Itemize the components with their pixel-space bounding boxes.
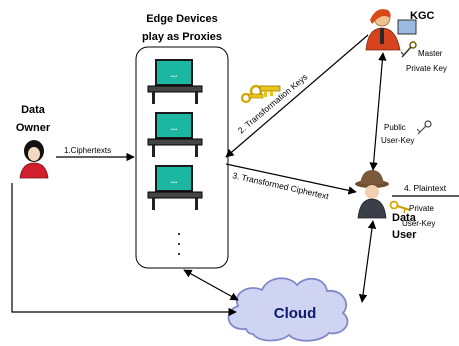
user-label-line1: Data <box>392 212 417 224</box>
master-key-line1: Master <box>418 49 443 58</box>
laptop-1-icon: ... <box>147 59 203 104</box>
cloud-icon <box>227 277 349 342</box>
laptop-3-icon: ... <box>147 165 203 210</box>
kgc-label: KGC <box>410 10 435 22</box>
arrow-user-cloud <box>358 220 377 303</box>
data-user-person-icon <box>355 170 389 219</box>
private-key-icon <box>389 200 411 214</box>
edge-label-1: 1.Ciphertexts <box>64 146 111 155</box>
private-key-line1: Private <box>409 204 434 213</box>
public-key-line1: Public <box>384 123 406 132</box>
master-key-icon <box>400 41 417 58</box>
laptop-2-icon: ... <box>147 112 203 157</box>
private-key-line2: User-Key <box>402 219 435 228</box>
edge-title-line2: play as Proxies <box>142 31 222 43</box>
arrow-transformation-keys <box>225 34 369 158</box>
edge-label-2: 2. Transformation Keys <box>236 72 309 136</box>
owner-label-line1: Data <box>21 104 46 116</box>
edge-label-4: 4. Plaintext <box>404 183 447 193</box>
edge-title-line1: Edge Devices <box>146 13 218 25</box>
svg-text:...: ... <box>171 123 178 132</box>
svg-text:...: ... <box>171 70 178 79</box>
transformation-keys-icon <box>240 84 281 104</box>
user-label-line2: User <box>392 229 417 241</box>
master-key-line2: Private Key <box>406 64 447 73</box>
svg-text:...: ... <box>171 176 178 185</box>
arrow-transformed-ciphertext <box>225 163 357 195</box>
data-owner-person-icon <box>19 140 49 179</box>
arrow-public-key <box>369 52 387 171</box>
public-key-line2: User-Key <box>381 136 414 145</box>
arrow-owner-to-cloud <box>11 183 237 317</box>
edge-label-3: 3. Transformed Ciphertext <box>232 170 331 201</box>
cloud-label: Cloud <box>274 305 317 322</box>
arrow-edge-cloud <box>183 269 239 301</box>
more-devices-dots <box>178 233 180 255</box>
kgc-person-icon <box>365 9 417 51</box>
public-key-icon <box>416 120 432 135</box>
owner-label-line2: Owner <box>16 122 51 134</box>
